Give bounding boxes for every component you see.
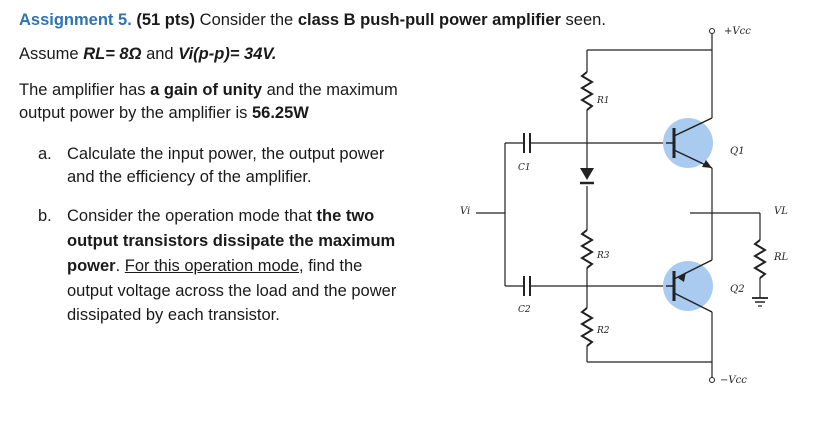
c2-label: C2	[518, 305, 531, 315]
intro-line-2: output power by the amplifier is 56.25W	[19, 101, 309, 125]
points-label: (51 pts)	[136, 11, 196, 29]
assume-line: Assume RL= 8Ω and Vi(p-p)= 34V.	[19, 42, 276, 66]
item-b-prefix: Consider the operation mode that	[67, 207, 312, 225]
item-b-bold1: the two	[316, 207, 375, 225]
diode-icon	[580, 168, 594, 180]
consider-text: Consider the	[199, 11, 294, 29]
vcc-neg-terminal-icon	[709, 377, 715, 383]
assume-prefix: Assume	[19, 45, 79, 63]
intro-line-1: The amplifier has a gain of unity and th…	[19, 78, 398, 102]
intro-suffix: and the maximum	[266, 81, 398, 99]
item-b-line-1: Consider the operation mode that the two	[67, 204, 374, 228]
q1-transistor-icon	[663, 117, 713, 169]
assignment-title-line: Assignment 5. (51 pts) Consider the clas…	[19, 8, 606, 32]
assignment-label: Assignment 5.	[19, 11, 132, 29]
item-a-line-2: and the efficiency of the amplifier.	[67, 168, 312, 186]
vi-label: Vi	[460, 206, 470, 217]
item-b-bold2: output transistors dissipate the maximum	[67, 232, 396, 250]
r2-label: R2	[596, 326, 610, 336]
vcc-neg-label: −Vcc	[720, 375, 747, 386]
vcc-pos-label: +Vcc	[724, 26, 751, 37]
seen-text: seen.	[565, 11, 606, 29]
rl-label: RL	[773, 252, 789, 263]
item-b-suffix: , find the	[299, 257, 363, 275]
q2-label: Q2	[730, 284, 745, 295]
r1-label: R1	[596, 96, 610, 106]
rl-value: RL= 8Ω	[83, 45, 142, 63]
item-b-line-5: dissipated by each transistor.	[67, 306, 280, 324]
q1-label: Q1	[730, 146, 745, 157]
vi-value: Vi(p-p)= 34V.	[178, 45, 277, 63]
r3-label: R3	[596, 251, 610, 261]
item-a-label: a.	[38, 145, 52, 163]
item-b-period: .	[115, 257, 125, 275]
intro-line2-prefix: output power by the amplifier is	[19, 104, 248, 122]
item-b-line-3: power. For this operation mode, find the	[67, 254, 362, 278]
item-a-line-1: Calculate the input power, the output po…	[67, 145, 385, 163]
item-b-bold3: power	[67, 257, 116, 275]
intro-gain: a gain of unity	[150, 81, 262, 99]
amp-type-text: class B push-pull power amplifier	[297, 11, 561, 29]
intro-prefix: The amplifier has	[19, 81, 146, 99]
vcc-pos-terminal-icon	[709, 28, 715, 34]
intro-power: 56.25W	[251, 104, 309, 122]
c1-label: C1	[518, 163, 531, 173]
item-b-line-4: output voltage across the load and the p…	[67, 282, 397, 300]
item-b-underline: For this operation mode	[124, 257, 300, 275]
q2-transistor-icon	[663, 259, 713, 313]
item-b-label: b.	[38, 207, 52, 225]
item-b-line-2: output transistors dissipate the maximum	[67, 229, 395, 253]
vl-label: VL	[774, 206, 788, 217]
assume-and: and	[146, 45, 174, 63]
